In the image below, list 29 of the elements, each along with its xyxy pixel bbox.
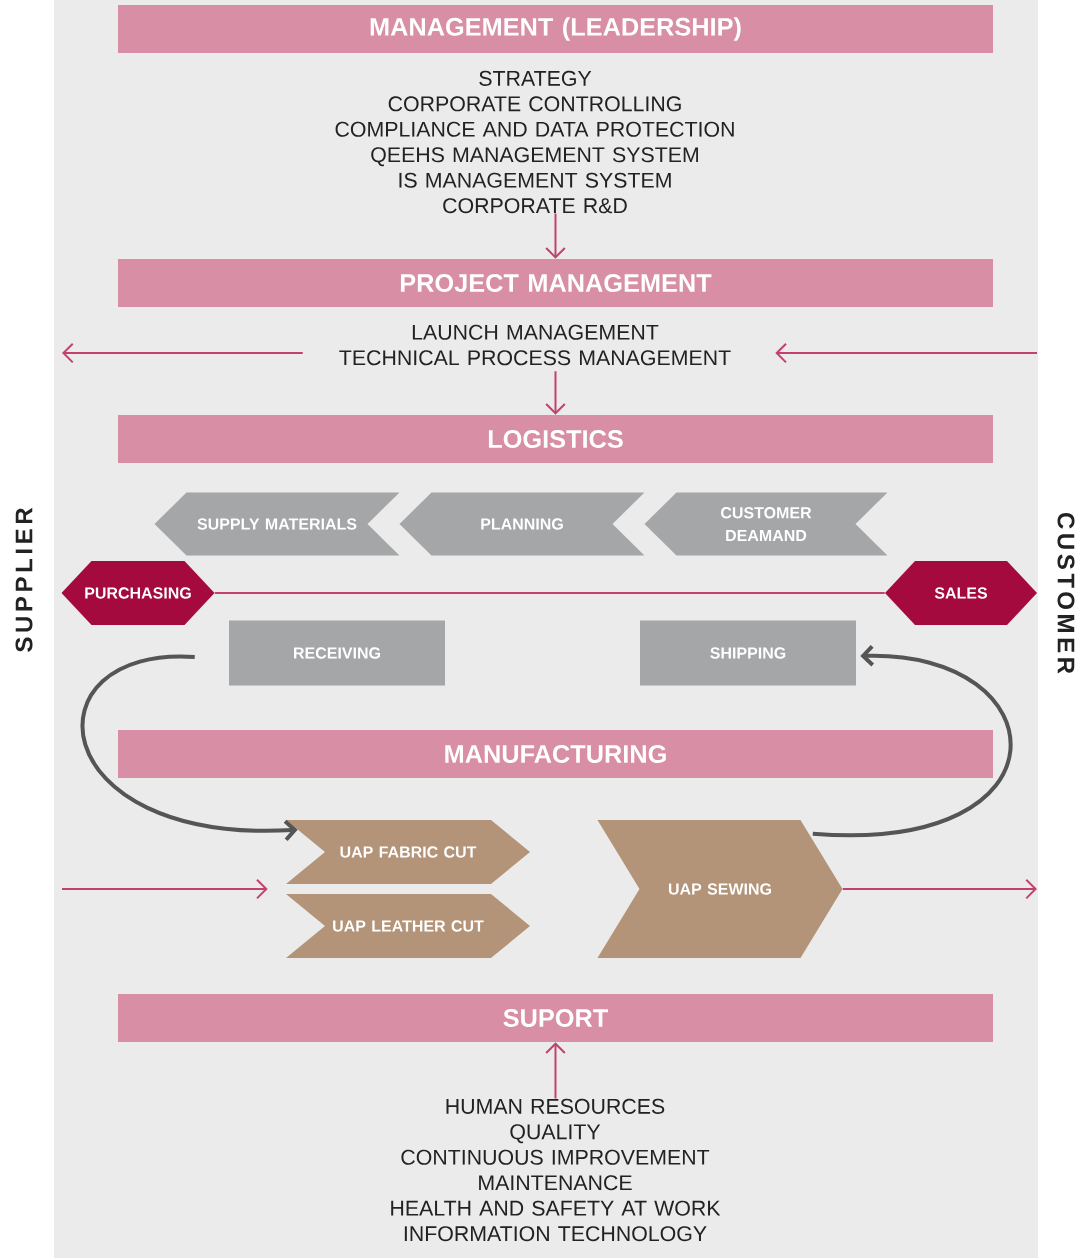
arrow	[545, 1042, 566, 1100]
process-box: SHIPPING	[640, 620, 856, 686]
arrow	[62, 342, 304, 364]
arrow	[775, 342, 1038, 364]
section-banner: MANAGEMENT (LEADERSHIP)	[118, 5, 993, 53]
chevron-box: SUPPLY MATERIALS	[154, 492, 400, 556]
connector-line	[213, 592, 886, 594]
section-banner: PROJECT MANAGEMENT	[118, 259, 993, 307]
side-label: SUPPLIER	[15, 507, 33, 652]
text-list: LAUNCH MANAGEMENT TECHNICAL PROCESS MANAGEMENT	[339, 324, 731, 366]
chevron-box: UAP SEWING	[597, 820, 843, 958]
text-list: HUMAN RESOURCES QUALITY CONTINUOUS IMPROVEMENT MAINTENANCE HEALTH AND SAFETY AT WORK INFORMATION TECHNOLOGY	[391, 1098, 721, 1242]
section-banner: LOGISTICS	[118, 415, 993, 463]
chevron-box: UAP FABRIC CUT	[286, 820, 530, 884]
curved-arrow	[80, 655, 298, 842]
arrow	[545, 370, 566, 415]
hexagon-box: SALES	[885, 561, 1037, 625]
arrow	[841, 878, 1037, 900]
hexagon-box: PURCHASING	[61, 561, 215, 625]
chevron-box: CUSTOMER DEAMAND	[644, 492, 888, 556]
chevron-box: PLANNING	[399, 492, 645, 556]
curved-arrow	[812, 644, 1013, 837]
section-banner: SUPORT	[118, 994, 993, 1042]
text-list: STRATEGY CORPORATE CONTROLLING COMPLIANCE AND DATA PROTECTION QEEHS MANAGEMENT SYSTEM IS MANAGEMENT SYSTEM CORPORATE R&D	[335, 70, 734, 214]
chevron-box: UAP LEATHER CUT	[286, 894, 530, 958]
arrow	[545, 212, 566, 259]
section-banner: MANUFACTURING	[118, 730, 993, 778]
arrow	[61, 878, 268, 900]
process-box: RECEIVING	[229, 620, 445, 686]
